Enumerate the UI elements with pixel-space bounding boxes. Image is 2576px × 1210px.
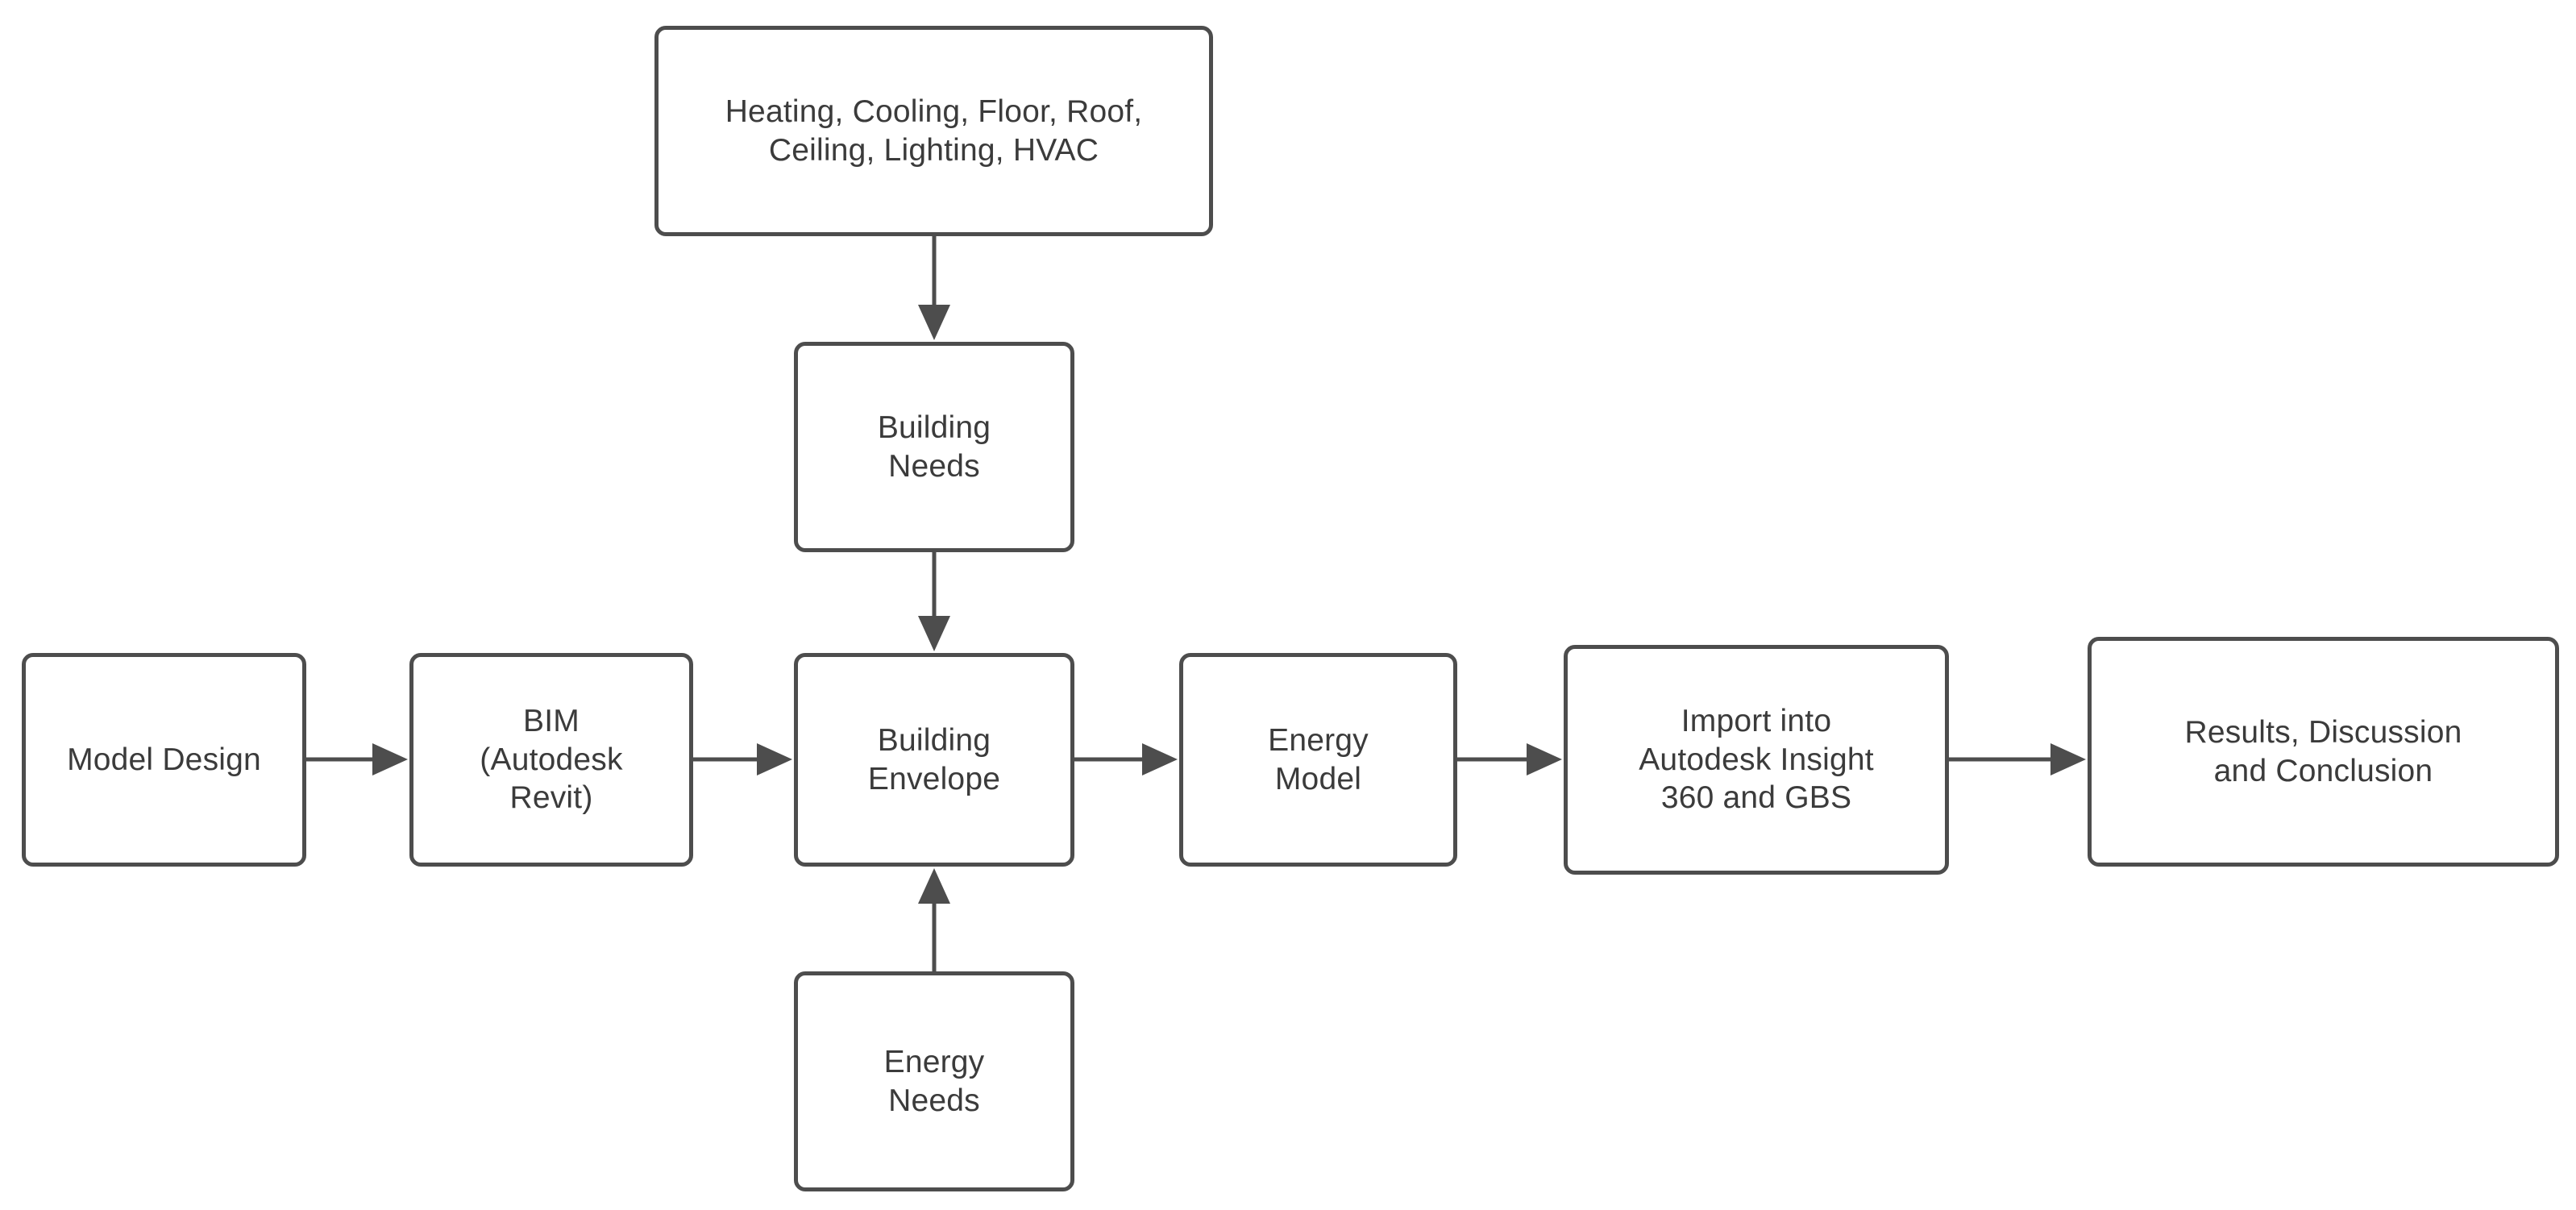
node-model-design[interactable]: Model Design — [22, 653, 306, 867]
node-parameters[interactable]: Heating, Cooling, Floor, Roof, Ceiling, … — [654, 26, 1213, 236]
edge-parameters-to-building-needs — [918, 236, 950, 340]
edge-energy-needs-to-building-envelope — [918, 868, 950, 971]
edge-bim-to-building-envelope — [693, 743, 792, 775]
node-import-insight-label: Import into Autodesk Insight 360 and GBS — [1639, 704, 1874, 816]
node-bim-label: BIM (Autodesk Revit) — [480, 704, 623, 816]
node-import-insight[interactable]: Import into Autodesk Insight 360 and GBS — [1564, 645, 1949, 875]
node-building-envelope[interactable]: Building Envelope — [794, 653, 1074, 867]
node-parameters-label: Heating, Cooling, Floor, Roof, Ceiling, … — [725, 94, 1143, 168]
node-model-design-label: Model Design — [67, 742, 261, 777]
edge-building-needs-to-building-envelope — [918, 552, 950, 651]
node-building-envelope-label: Building Envelope — [867, 722, 1001, 796]
node-results[interactable]: Results, Discussion and Conclusion — [2088, 637, 2559, 867]
node-bim[interactable]: BIM (Autodesk Revit) — [409, 653, 693, 867]
edge-energy-model-to-import-insight — [1457, 743, 1562, 775]
node-results-label: Results, Discussion and Conclusion — [2184, 714, 2462, 788]
node-building-needs[interactable]: Building Needs — [794, 342, 1074, 552]
edge-model-design-to-bim — [306, 743, 408, 775]
node-energy-needs[interactable]: Energy Needs — [794, 971, 1074, 1191]
node-energy-needs-label: Energy Needs — [883, 1044, 985, 1118]
edge-import-insight-to-results — [1949, 743, 2086, 775]
edge-building-envelope-to-energy-model — [1074, 743, 1178, 775]
node-energy-model-label: Energy Model — [1268, 722, 1369, 796]
node-building-needs-label: Building Needs — [877, 410, 991, 484]
node-energy-model[interactable]: Energy Model — [1179, 653, 1457, 867]
